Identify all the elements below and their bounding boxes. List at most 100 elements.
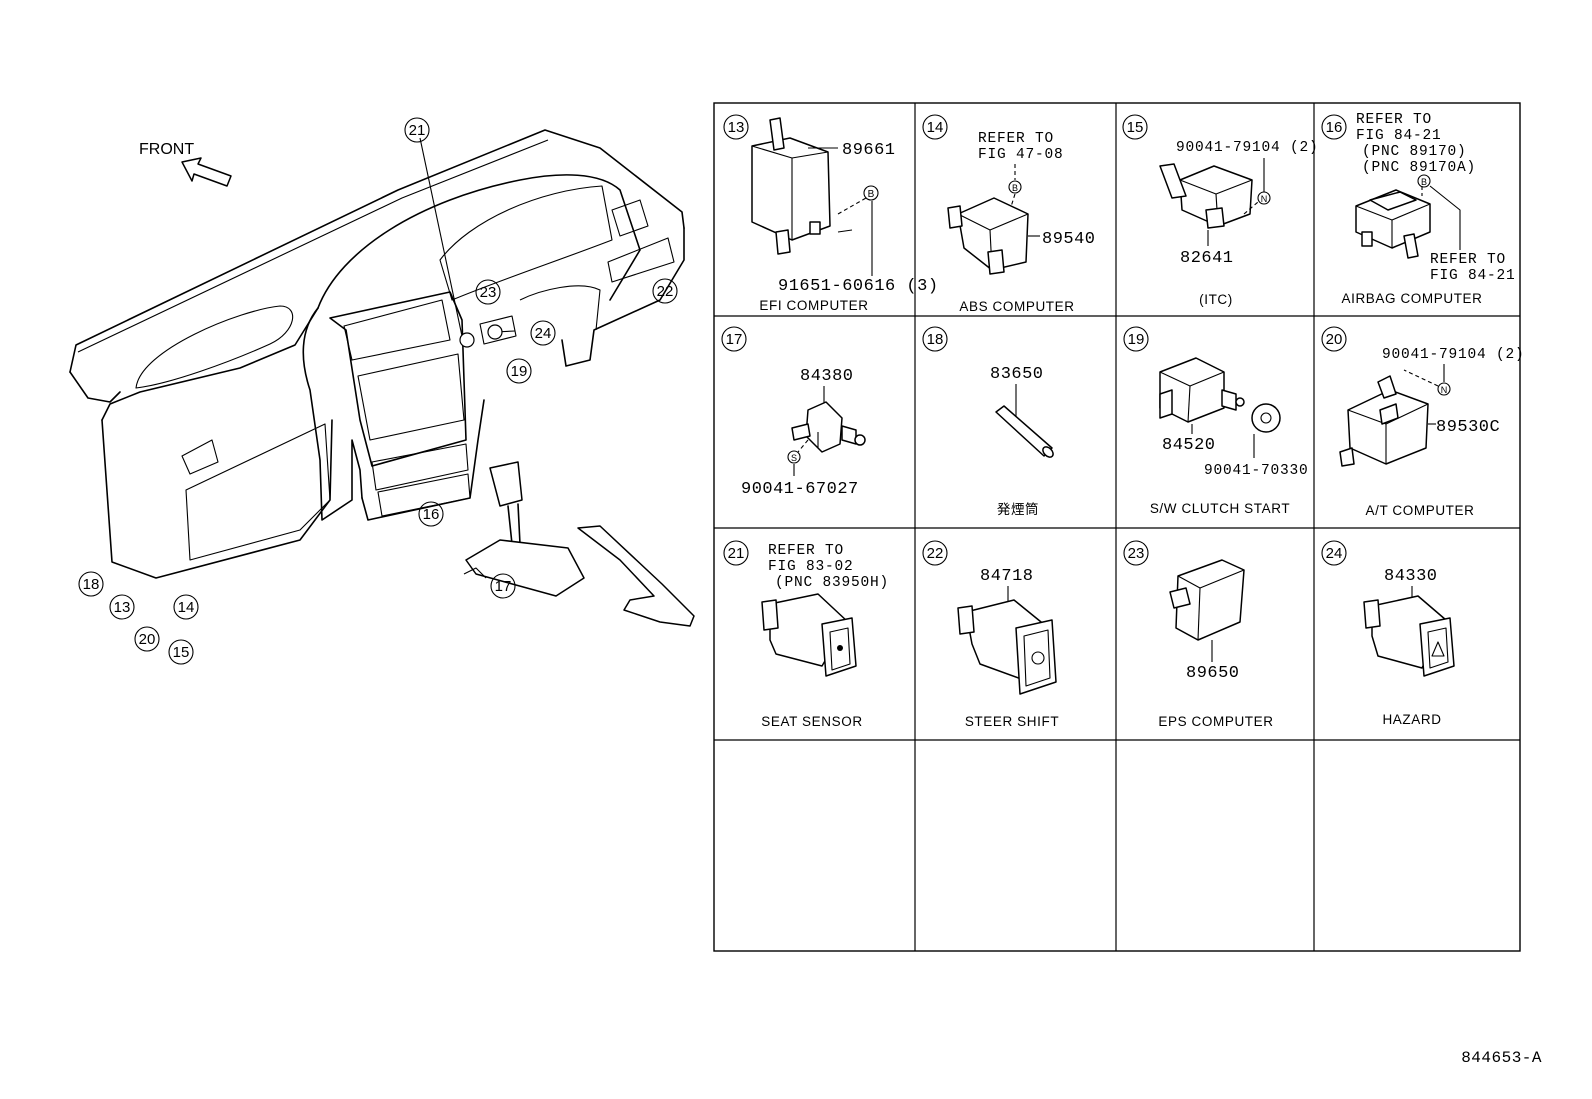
svg-text:REFER TO: REFER TO [1430, 252, 1506, 268]
svg-text:90041-79104 (2): 90041-79104 (2) [1382, 347, 1525, 363]
svg-text:REFER TO: REFER TO [1356, 112, 1432, 128]
svg-text:ABS COMPUTER: ABS COMPUTER [959, 299, 1074, 314]
svg-text:発煙筒: 発煙筒 [997, 501, 1039, 517]
callout-17: 17 [490, 573, 516, 599]
svg-text:21: 21 [409, 122, 426, 139]
svg-text:B: B [1012, 183, 1018, 193]
svg-text:90041-70330: 90041-70330 [1204, 463, 1309, 479]
svg-text:90041-67027: 90041-67027 [741, 480, 859, 499]
svg-text:N: N [1261, 194, 1268, 204]
callout-19: 19 [506, 358, 532, 384]
svg-text:N: N [1441, 385, 1448, 395]
cell-18: 18 83650 発煙筒 [922, 326, 1054, 517]
dashboard-top [69, 129, 685, 373]
figure-code: 844653-A [1461, 1049, 1542, 1067]
cell-24: 24 84330 HAZARD [1321, 540, 1455, 727]
svg-text:(ITC): (ITC) [1199, 292, 1233, 307]
svg-text:89661: 89661 [842, 141, 896, 160]
svg-text:84330: 84330 [1384, 567, 1438, 586]
svg-text:S: S [791, 453, 797, 463]
svg-text:84520: 84520 [1162, 436, 1216, 455]
svg-text:15: 15 [173, 644, 190, 661]
seat-sensor-switch-part [761, 593, 857, 677]
cell-22: 22 84718 STEER SHIFT [922, 540, 1059, 729]
clutch-switch-part [1159, 357, 1281, 433]
airbag-computer-part [1355, 189, 1431, 259]
switch-part [791, 401, 866, 453]
callout-14: 14 [173, 594, 199, 620]
svg-text:84380: 84380 [800, 367, 854, 386]
svg-text:21: 21 [728, 545, 745, 562]
svg-text:16: 16 [423, 506, 440, 523]
svg-text:20: 20 [139, 631, 156, 648]
callout-24: 24 [530, 320, 556, 346]
cell-23: 23 89650 EPS COMPUTER [1123, 540, 1273, 729]
svg-text:REFER TO: REFER TO [978, 131, 1054, 147]
svg-text:19: 19 [1128, 331, 1145, 348]
eps-computer-part [1169, 559, 1245, 641]
svg-text:FIG 47-08: FIG 47-08 [978, 147, 1064, 163]
cell-17: 17 84380 S 90041-67027 [721, 326, 866, 499]
callout-13: 13 [109, 594, 135, 620]
itc-part [1159, 163, 1253, 229]
marker-b-icon: B [1417, 174, 1431, 188]
svg-text:A/T COMPUTER: A/T COMPUTER [1366, 503, 1475, 518]
marker-n-icon: N [1257, 191, 1271, 205]
svg-text:84718: 84718 [980, 567, 1034, 586]
svg-text:82641: 82641 [1180, 249, 1234, 268]
callout-20: 20 [134, 626, 160, 652]
svg-text:22: 22 [657, 283, 674, 300]
svg-text:89540: 89540 [1042, 230, 1096, 249]
svg-text:83650: 83650 [990, 365, 1044, 384]
svg-text:18: 18 [927, 331, 944, 348]
svg-text:SEAT SENSOR: SEAT SENSOR [761, 714, 862, 729]
steer-shift-switch-part [957, 599, 1057, 695]
cell-19: 19 84520 90041-70330 S/W CLUTCH START [1123, 326, 1309, 516]
svg-text:16: 16 [1326, 119, 1343, 136]
svg-text:HAZARD: HAZARD [1382, 712, 1441, 727]
cell-15: 15 90041-79104 (2) N 82641 (ITC) [1122, 114, 1318, 307]
cell-16: 16 REFER TO FIG 84-21 (PNC 89170) (PNC 8… [1321, 112, 1516, 306]
svg-text:14: 14 [927, 119, 944, 136]
svg-text:FIG 84-21: FIG 84-21 [1356, 128, 1442, 144]
abs-computer-part [947, 197, 1029, 275]
marker-n-icon: N [1437, 382, 1451, 396]
parts-grid [713, 102, 1521, 952]
svg-text:13: 13 [114, 599, 131, 616]
svg-text:REFER TO: REFER TO [768, 543, 844, 559]
svg-text:18: 18 [83, 576, 100, 593]
dashboard-illustration: FRONT [69, 129, 695, 627]
cell-21: 21 REFER TO FIG 83-02 (PNC 83950H) SEAT … [723, 540, 889, 729]
svg-text:22: 22 [927, 545, 944, 562]
at-computer-part [1339, 375, 1429, 467]
svg-text:13: 13 [728, 119, 745, 136]
flare-tube-part [995, 405, 1054, 458]
svg-text:24: 24 [1326, 545, 1343, 562]
callout-23: 23 [475, 279, 501, 305]
svg-text:(PNC 83950H): (PNC 83950H) [775, 575, 889, 591]
svg-text:(PNC 89170): (PNC 89170) [1362, 144, 1467, 160]
efi-computer-part [751, 117, 853, 255]
marker-b-icon: B [1008, 180, 1022, 194]
svg-text:AIRBAG COMPUTER: AIRBAG COMPUTER [1341, 291, 1482, 306]
hazard-switch-part [1363, 595, 1455, 677]
svg-text:24: 24 [535, 325, 552, 342]
cell-13: 13 89661 B 91651-60616 (3) EFI COMPUTER [723, 114, 939, 313]
svg-text:23: 23 [1128, 545, 1145, 562]
svg-text:91651-60616 (3): 91651-60616 (3) [778, 277, 939, 296]
svg-text:EPS COMPUTER: EPS COMPUTER [1158, 714, 1273, 729]
svg-text:20: 20 [1326, 331, 1343, 348]
front-label: FRONT [139, 141, 194, 158]
svg-text:23: 23 [480, 284, 497, 301]
svg-text:15: 15 [1127, 119, 1144, 136]
svg-text:FIG 84-21: FIG 84-21 [1430, 268, 1516, 284]
svg-text:B: B [1421, 177, 1427, 187]
svg-text:EFI COMPUTER: EFI COMPUTER [759, 298, 868, 313]
svg-text:STEER SHIFT: STEER SHIFT [965, 714, 1059, 729]
svg-text:89650: 89650 [1186, 664, 1240, 683]
svg-text:S/W CLUTCH START: S/W CLUTCH START [1150, 501, 1290, 516]
svg-text:17: 17 [726, 331, 743, 348]
callout-16: 16 [418, 501, 444, 527]
callout-21: 21 [404, 117, 430, 143]
